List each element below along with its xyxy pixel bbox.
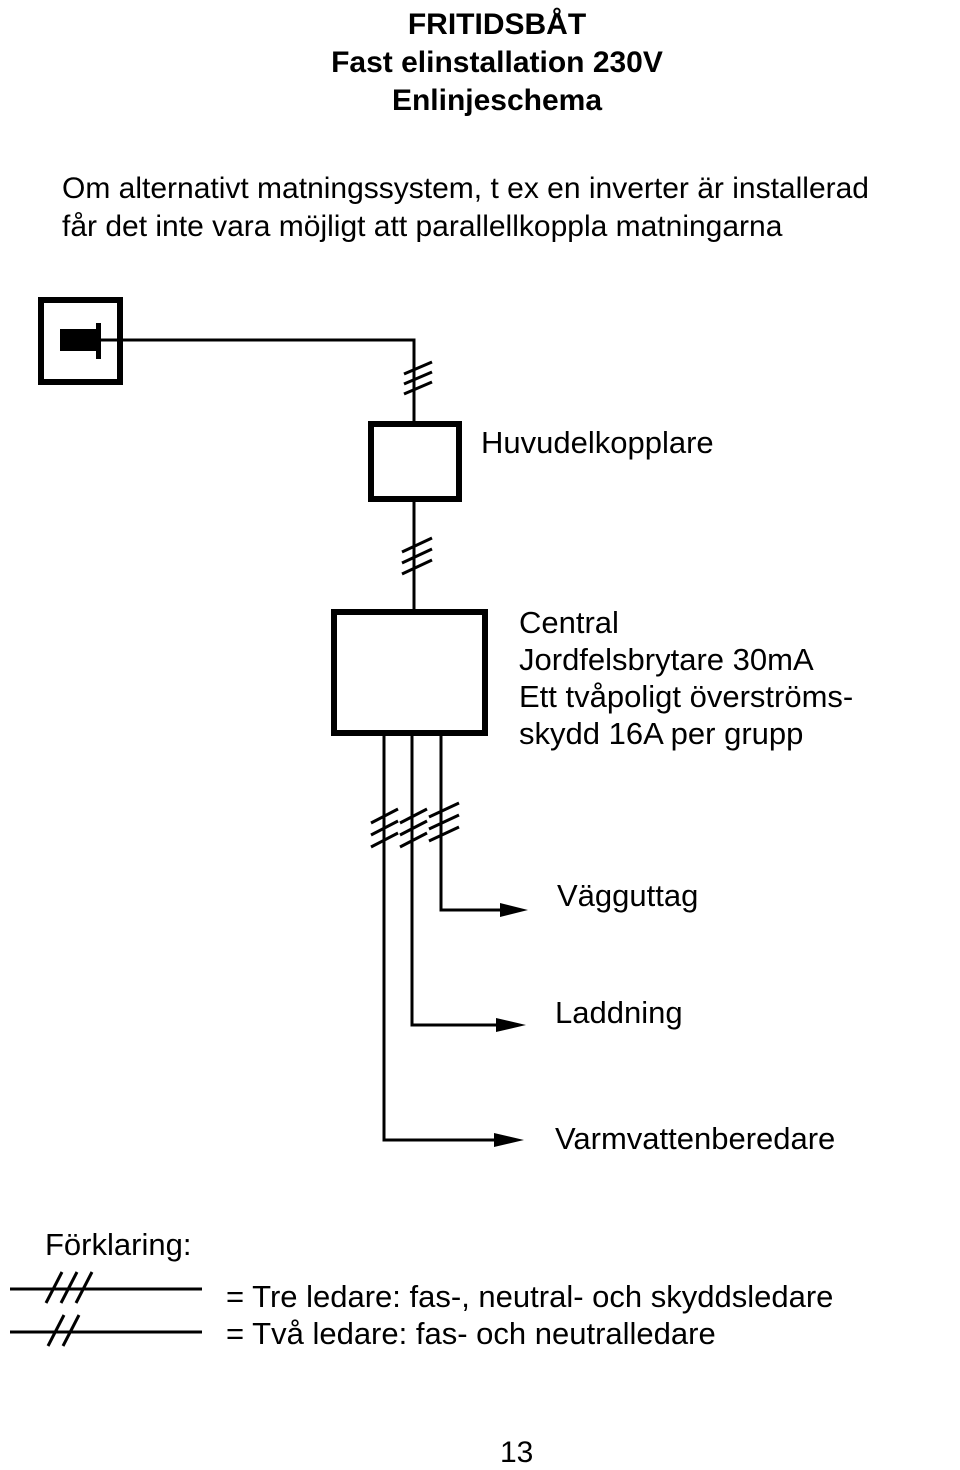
intro-line-2: får det inte vara möjligt att parallellk…: [62, 210, 783, 243]
title-line-3: Enlinjeschema: [391, 84, 603, 117]
output-arrows: [494, 903, 528, 1147]
legend-two-conductor-text: = Två ledare: fas- och neutralledare: [226, 1316, 716, 1351]
page-number: 13: [500, 1436, 534, 1469]
central-label-line-1: Central: [519, 605, 619, 640]
title-line-1: FRITIDSBÅT: [407, 8, 587, 41]
output-label-charging: Laddning: [555, 995, 683, 1030]
three-conductor-mark-2: [401, 536, 433, 576]
three-conductor-mark-branch-2: [399, 807, 428, 849]
legend-two-conductor-symbol: [10, 1314, 202, 1347]
output-label-wall-socket: Vägguttag: [557, 878, 699, 913]
central-label-line-4: skydd 16A per grupp: [519, 716, 804, 751]
intro-line-1: Om alternativt matningssystem, t ex en i…: [62, 172, 869, 205]
legend-heading: Förklaring:: [45, 1227, 192, 1262]
legend-three-conductor-symbol: [10, 1271, 202, 1304]
central-label-line-3: Ett tvåpoligt överströms-: [519, 679, 854, 714]
output-label-water-heater: Varmvattenberedare: [555, 1121, 836, 1156]
central-label-line-2: Jordfelsbrytare 30mA: [519, 642, 814, 677]
feed-wire: [101, 338, 416, 424]
branch-wires: [382, 733, 505, 1142]
central-box: [331, 609, 488, 736]
main-switch-label: Huvudelkopplare: [481, 425, 714, 460]
three-conductor-mark-branch-3: [428, 801, 460, 843]
legend-three-conductor-text: = Tre ledare: fas-, neutral- och skyddsl…: [226, 1279, 834, 1314]
three-conductor-mark-branch-1: [370, 807, 399, 849]
main-switch-box: [368, 421, 462, 502]
title-line-2: Fast elinstallation 230V: [331, 46, 663, 79]
three-conductor-mark-1: [403, 360, 433, 396]
